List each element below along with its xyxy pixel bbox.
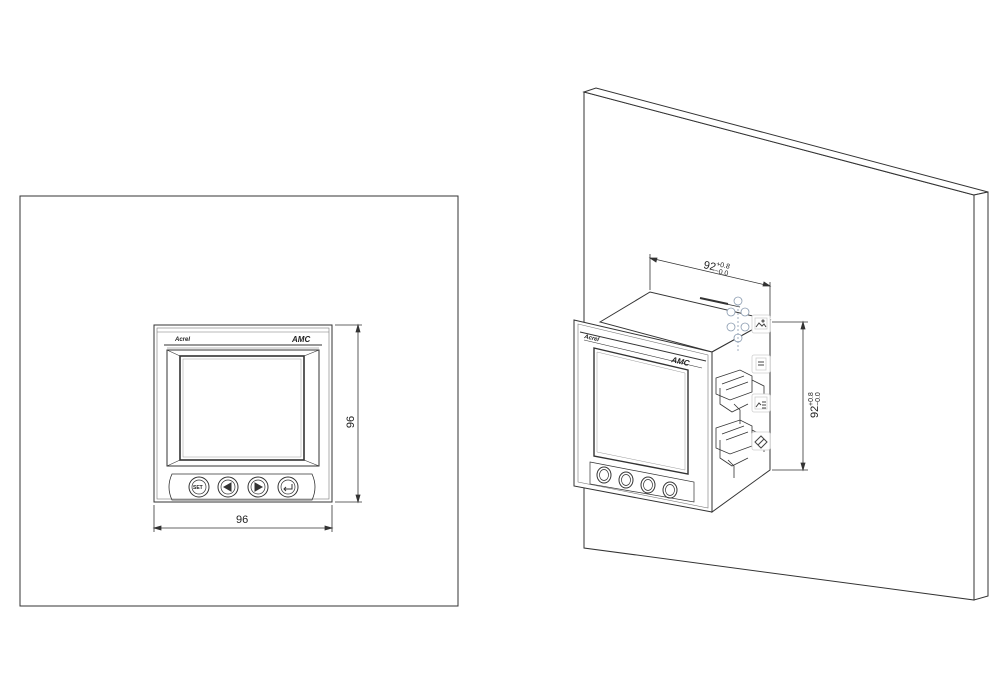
iso-brand-label: Acrel: [583, 334, 600, 344]
iso-width-tol-minus: −0.0: [714, 268, 729, 278]
image-text-icon: [754, 396, 768, 410]
iso-right-button: [640, 476, 656, 494]
iso-screen: [593, 347, 689, 475]
left-arrow-icon: [222, 482, 232, 492]
selection-handle-lower-left[interactable]: [726, 322, 736, 332]
enter-icon: [283, 484, 293, 492]
iso-width-tol-plus: +0.8: [715, 261, 730, 271]
front-view: [19, 195, 459, 607]
front-brand-label: Acrel: [174, 337, 190, 343]
text-icon: [755, 357, 767, 371]
selection-handles[interactable]: [726, 296, 750, 352]
right-arrow-icon: [254, 482, 264, 492]
front-left-button: [217, 476, 239, 498]
front-buttons: [188, 476, 299, 498]
iso-model-label: AMC: [670, 355, 691, 368]
iso-height-nominal: 92: [809, 406, 821, 418]
front-screen: [179, 355, 305, 461]
front-model-label: AMC: [291, 335, 310, 344]
selection-handle-top[interactable]: [733, 296, 743, 306]
floating-toolbar: [751, 314, 771, 451]
front-bezel: [153, 324, 333, 503]
selection-handle-upper-left[interactable]: [726, 307, 736, 317]
selection-handle-lower-right[interactable]: [740, 322, 750, 332]
eraser-tool-button[interactable]: [751, 431, 771, 451]
iso-enter-button: [662, 481, 678, 499]
image-icon: [754, 317, 768, 330]
iso-set-button: [596, 466, 612, 484]
front-set-button: [188, 476, 210, 498]
iso-buttons: [596, 466, 678, 499]
front-width-dimension: 96: [236, 514, 248, 526]
image-tool-button[interactable]: [751, 314, 771, 334]
iso-left-button: [618, 471, 634, 489]
front-view-frame: [19, 195, 459, 607]
iso-cutout-height-dimension: 92 +0.8 −0.0: [808, 392, 822, 418]
iso-height-tol-plus: +0.8: [808, 392, 815, 406]
text-tool-button[interactable]: [751, 354, 771, 374]
selection-handle-upper-right[interactable]: [740, 307, 750, 317]
eraser-icon: [754, 435, 768, 449]
image-text-tool-button[interactable]: [751, 393, 771, 413]
front-dimensions: [152, 323, 362, 532]
iso-cutout-width-dimension: 92 +0.8 −0.0: [702, 259, 730, 278]
front-screen-recess: [166, 349, 320, 467]
front-right-button: [247, 476, 269, 498]
front-set-label: SET: [193, 485, 203, 491]
front-height-dimension: 96: [345, 416, 357, 428]
iso-height-tol-minus: −0.0: [815, 392, 822, 406]
iso-width-nominal: 92: [702, 259, 717, 273]
iso-view: [573, 87, 989, 601]
iso-dimensions: [648, 254, 808, 472]
front-enter-button: [277, 476, 299, 498]
